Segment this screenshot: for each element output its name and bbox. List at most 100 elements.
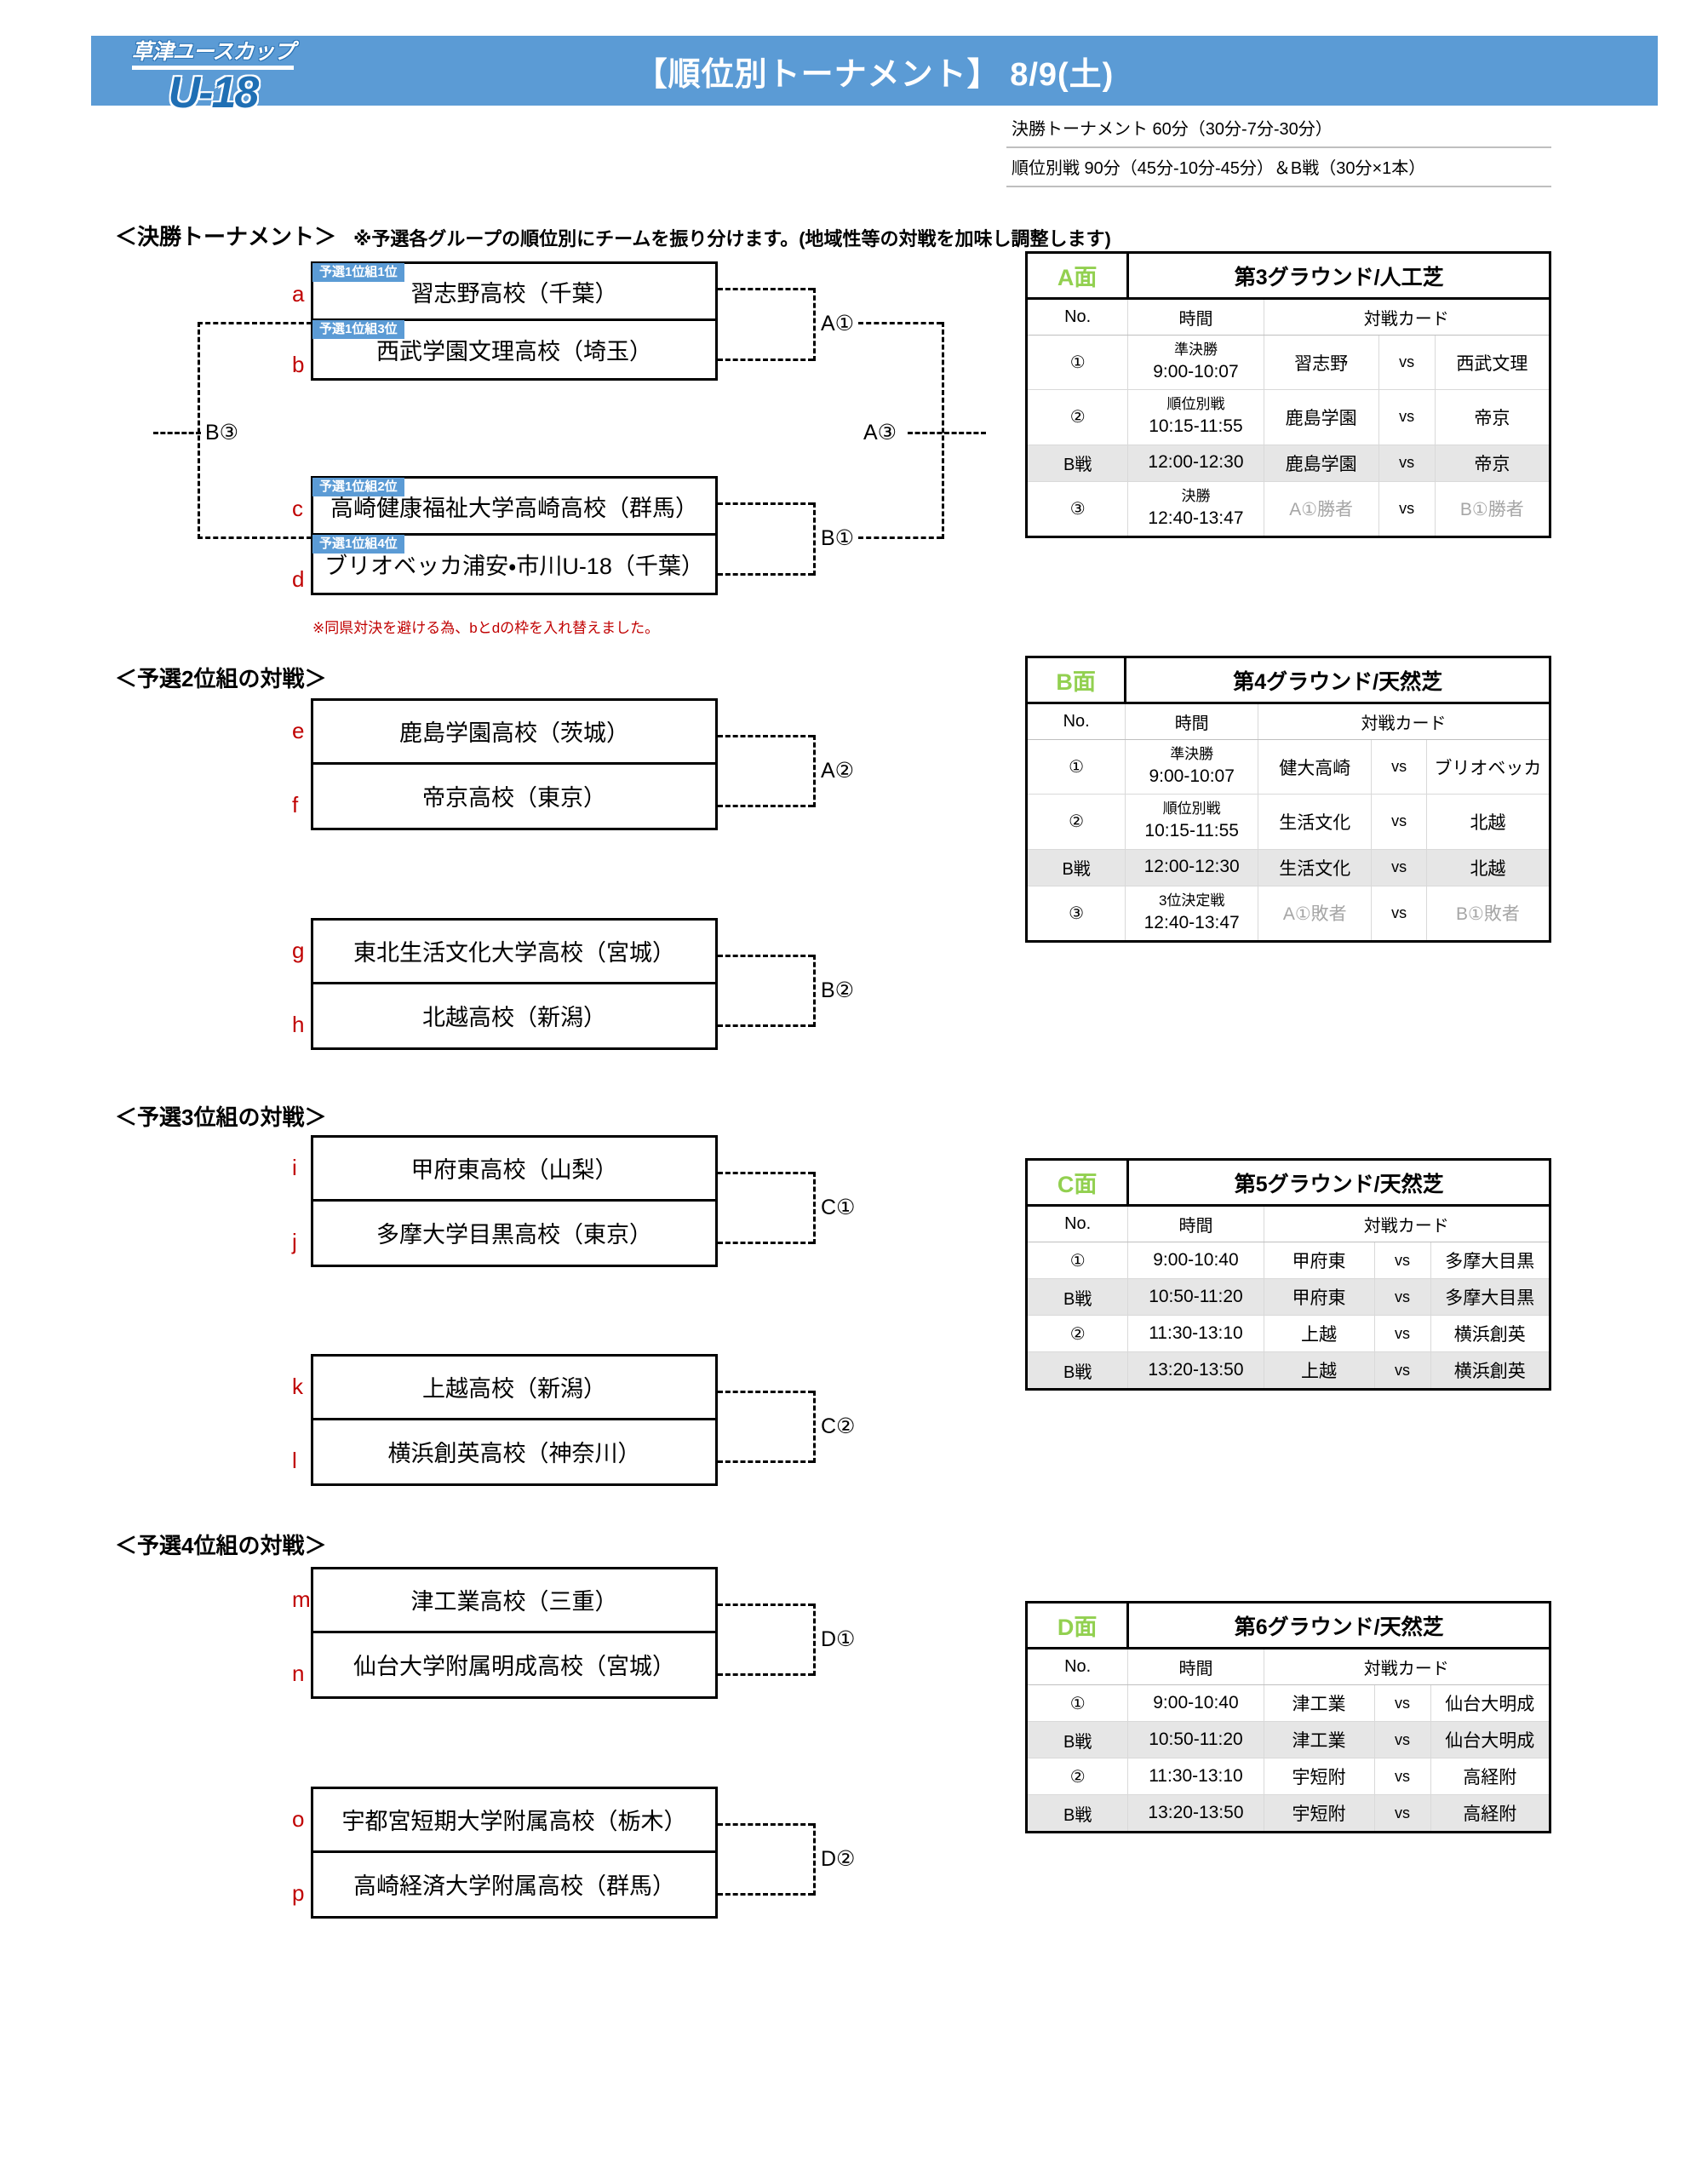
connector-l-line xyxy=(718,1460,813,1463)
row-team-away: 仙台大明成 xyxy=(1430,1684,1551,1722)
connector-label-a1: A① xyxy=(817,311,858,336)
row-team-away: 北越 xyxy=(1425,794,1551,850)
bracket-slot-i[interactable]: 甲府東高校（山梨） xyxy=(313,1138,715,1202)
row-vs-label: vs xyxy=(1373,1315,1431,1352)
row-time: 10:50-11:20 xyxy=(1127,1278,1264,1316)
connector-h-line xyxy=(718,1024,813,1027)
time-value: 11:30-13:10 xyxy=(1149,1322,1243,1343)
bracket-pair-ij: 甲府東高校（山梨） 多摩大学目黒高校（東京） xyxy=(311,1135,718,1267)
column-header-card: 対戦カード xyxy=(1263,1205,1551,1242)
row-time: 11:30-13:10 xyxy=(1127,1758,1264,1795)
schedule-title-row: A面第3グラウンド/人工芝 xyxy=(1025,252,1550,300)
bracket-slot-h[interactable]: 北越高校（新潟） xyxy=(313,984,715,1048)
section-label-second: ＜予選2位組の対戦＞ xyxy=(115,666,327,691)
bracket-slot-c[interactable]: 予選1位組2位 高崎健康福祉大学高崎高校（群馬） xyxy=(312,478,715,536)
row-number: B戦 xyxy=(1025,444,1129,482)
connector-label-b1: B① xyxy=(817,525,858,551)
row-time: 11:30-13:10 xyxy=(1127,1315,1264,1352)
row-team-home: 鹿島学園 xyxy=(1263,444,1379,482)
connector-f-line xyxy=(718,805,813,807)
bracket-slot-d[interactable]: 予選1位組4位 ブリオベッカ浦安・市川U-18（千葉） xyxy=(312,535,715,593)
row-team-home: 習志野 xyxy=(1263,334,1379,391)
bracket-pair-op: 宇都宮短期大学附属高校（栃木） 高崎経済大学附属高校（群馬） xyxy=(311,1787,718,1919)
time-value: 10:50-11:20 xyxy=(1149,1729,1243,1749)
row-vs-label: vs xyxy=(1373,1758,1431,1795)
round-label: 順位別戦 xyxy=(1162,800,1221,818)
bracket-slot-g[interactable]: 東北生活文化大学高校（宮城） xyxy=(313,921,715,984)
slot-letter-n: n xyxy=(292,1661,305,1686)
connector-c-line xyxy=(718,502,813,505)
row-team-home: A①勝者 xyxy=(1263,480,1379,537)
duration-final: 決勝トーナメント 60分（30分-7分-30分） xyxy=(1006,109,1551,148)
connector-label-d1: D① xyxy=(817,1626,859,1652)
connector-o-line xyxy=(718,1823,813,1826)
team-name-p: 高崎経済大学附属高校（群馬） xyxy=(353,1873,675,1900)
row-number: ① xyxy=(1025,334,1129,391)
column-header-time: 時間 xyxy=(1127,1205,1264,1242)
bracket-slot-o[interactable]: 宇都宮短期大学附属高校（栃木） xyxy=(313,1789,715,1853)
row-team-away: 多摩大目黒 xyxy=(1430,1242,1551,1279)
connector-mn-vertical xyxy=(813,1603,816,1676)
section-note-final: ※予選各グループの順位別にチームを振り分けます。(地域性等の対戦を加味し調整しま… xyxy=(353,228,1111,250)
round-label: 準決勝 xyxy=(1170,746,1214,762)
row-vs-label: vs xyxy=(1378,334,1436,391)
row-vs-label: vs xyxy=(1378,444,1436,482)
bracket-slot-b[interactable]: 予選1位組3位 西武学園文理高校（埼玉） xyxy=(312,320,715,378)
slot-letter-a: a xyxy=(292,281,305,307)
section-label-fourth: ＜予選4位組の対戦＞ xyxy=(115,1533,327,1558)
connector-final-vertical xyxy=(942,322,944,539)
time-value: 10:15-11:55 xyxy=(1144,821,1239,841)
bracket-slot-k[interactable]: 上越高校（新潟） xyxy=(313,1357,715,1420)
connector-label-a2: A② xyxy=(817,758,858,783)
row-time: 9:00-10:40 xyxy=(1127,1684,1264,1722)
row-number: B戦 xyxy=(1025,1278,1129,1316)
bracket-slot-l[interactable]: 横浜創英高校（神奈川） xyxy=(313,1420,715,1484)
time-value: 12:00-12:30 xyxy=(1143,857,1240,877)
team-name-b: 西武学園文理高校（埼玉） xyxy=(376,339,652,364)
bracket-slot-f[interactable]: 帝京高校（東京） xyxy=(313,765,715,829)
match-duration-notes: 決勝トーナメント 60分（30分-7分-30分） 順位別戦 90分（45分-10… xyxy=(1006,109,1551,187)
row-number: B戦 xyxy=(1025,1351,1129,1390)
slot-letter-l: l xyxy=(292,1448,297,1473)
slot-letter-j: j xyxy=(292,1229,297,1254)
bracket-slot-p[interactable]: 高崎経済大学附属高校（群馬） xyxy=(313,1853,715,1917)
connector-cd-vertical xyxy=(813,502,816,576)
page-title: 【順位別トーナメント】 8/9(土) xyxy=(634,56,1115,93)
bracket-slot-j[interactable]: 多摩大学目黒高校（東京） xyxy=(313,1202,715,1265)
team-name-j: 多摩大学目黒高校（東京） xyxy=(376,1222,652,1248)
slot-letter-e: e xyxy=(292,718,305,743)
time-value: 10:50-11:20 xyxy=(1149,1286,1243,1306)
header-bar: 【順位別トーナメント】 8/9(土) xyxy=(91,36,1658,106)
time-value: 11:30-13:10 xyxy=(1149,1765,1243,1786)
bracket-slot-n[interactable]: 仙台大学附属明成高校（宮城） xyxy=(313,1633,715,1697)
row-time: 12:00-12:30 xyxy=(1125,848,1259,886)
column-header-card: 対戦カード xyxy=(1263,1648,1551,1685)
time-value: 13:20-13:50 xyxy=(1148,1359,1244,1380)
bracket-pair-gh: 東北生活文化大学高校（宮城） 北越高校（新潟） xyxy=(311,918,718,1050)
connector-ef-vertical xyxy=(813,735,816,807)
bracket-slot-e[interactable]: 鹿島学園高校（茨城） xyxy=(313,701,715,765)
row-team-home: 上越 xyxy=(1263,1351,1375,1390)
connector-ij-vertical xyxy=(813,1172,816,1244)
schedule-header-row: No.時間対戦カード xyxy=(1025,703,1550,740)
logo-divider xyxy=(132,66,294,70)
bracket-slot-a[interactable]: 予選1位組1位 習志野高校（千葉） xyxy=(312,263,715,321)
connector-op-vertical xyxy=(813,1823,816,1896)
bracket-slot-m[interactable]: 津工業高校（三重） xyxy=(313,1569,715,1633)
team-name-e: 鹿島学園高校（茨城） xyxy=(399,720,629,747)
schedule-title-row: D面第6グラウンド/天然芝 xyxy=(1025,1602,1550,1649)
row-time: 順位別戦 10:15-11:55 xyxy=(1125,794,1259,850)
section-label-final: ＜決勝トーナメント＞ xyxy=(115,224,337,250)
row-vs-label: vs xyxy=(1373,1794,1431,1833)
connector-p-line xyxy=(718,1893,813,1896)
